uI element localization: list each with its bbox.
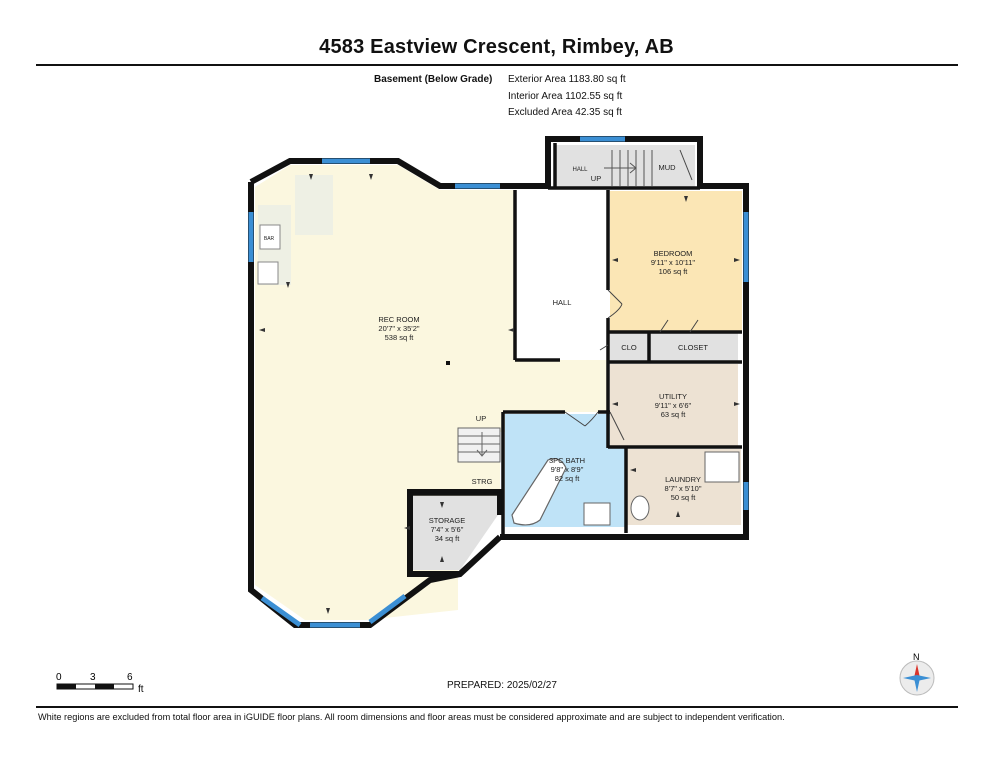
closet-fill	[650, 333, 738, 361]
bedroom-fill[interactable]	[610, 191, 742, 332]
bedroom-name: BEDROOM	[654, 249, 693, 258]
bedroom-dims: 9'11" x 10'11"	[651, 258, 696, 267]
strg-label: STRG	[472, 477, 493, 486]
compass-icon: N	[899, 652, 935, 696]
clo-label: CLO	[621, 343, 637, 352]
toilet	[630, 495, 650, 521]
storage-fill[interactable]	[410, 496, 500, 570]
bath-name: 3PC BATH	[549, 456, 585, 465]
laundry-sink	[704, 451, 740, 483]
dimension-ticks	[259, 174, 740, 614]
bath-area: 82 sq ft	[555, 474, 581, 483]
bar-label: BAR	[264, 236, 275, 242]
footer-rule	[36, 706, 958, 708]
compass-north-label: N	[913, 652, 920, 662]
bath-dims: 9'8" x 8'9"	[551, 465, 584, 474]
utility-fill[interactable]	[610, 364, 738, 446]
hall-label: HALL	[553, 298, 572, 307]
laundry-area: 50 sq ft	[671, 493, 697, 502]
hall-upper-fill	[555, 145, 695, 188]
stairs-rec	[457, 427, 501, 463]
area-values: Exterior Area 1183.80 sq ft Interior Are…	[508, 72, 626, 122]
rec-room-dims: 20'7" x 35'2"	[378, 324, 419, 333]
rec-room-fill[interactable]	[255, 165, 608, 620]
disclaimer: White regions are excluded from total fl…	[38, 712, 785, 722]
utility-name: UTILITY	[659, 392, 687, 401]
page-title: 4583 Eastview Crescent, Rimbey, AB	[319, 36, 674, 58]
scale-tick-3: 3	[90, 672, 96, 683]
hall-top-label: HALL	[572, 167, 588, 173]
scale-unit: ft	[138, 684, 144, 695]
closet-label: CLOSET	[678, 343, 708, 352]
title-rule	[36, 64, 958, 66]
excluded-area: Excluded Area 42.35 sq ft	[508, 107, 622, 118]
scale-tick-0: 0	[56, 672, 62, 683]
bath-sink	[583, 502, 611, 526]
fridge	[257, 261, 279, 285]
windows	[248, 136, 749, 628]
rec-room-area: 538 sq ft	[385, 333, 415, 342]
utility-area: 63 sq ft	[661, 410, 687, 419]
column	[446, 361, 450, 365]
mud-label: MUD	[658, 163, 676, 172]
utility-dims: 9'11" x 6'6"	[655, 401, 692, 410]
scale-bar: 0 3 6 ft	[56, 672, 144, 695]
laundry-name: LAUNDRY	[665, 475, 701, 484]
up-top-label: UP	[591, 174, 601, 183]
scale-tick-6: 6	[127, 672, 133, 683]
level-name: Basement (Below Grade)	[374, 74, 493, 85]
exterior-area: Exterior Area 1183.80 sq ft	[508, 74, 626, 85]
interior-area: Interior Area 1102.55 sq ft	[508, 90, 623, 102]
clo-fill	[610, 333, 648, 361]
up-stairs-label: UP	[476, 414, 486, 423]
storage-dims: 7'4" x 5'6"	[431, 525, 464, 534]
stairs-top	[604, 150, 653, 186]
storage-area: 34 sq ft	[435, 534, 461, 543]
kitchenette-fill	[295, 175, 333, 235]
bedroom-area: 106 sq ft	[659, 267, 689, 276]
rec-room-name: REC ROOM	[378, 315, 419, 324]
bathtub	[511, 458, 567, 526]
storage-name: STORAGE	[429, 516, 466, 525]
window-bottom-right	[368, 593, 407, 625]
doors	[564, 149, 699, 441]
laundry-dims: 8'7" x 5'10"	[665, 484, 702, 493]
window-bottom-left	[260, 595, 302, 628]
interior-walls	[410, 143, 742, 535]
bar-sink	[259, 224, 281, 250]
prepared-date: PREPARED: 2025/02/27	[447, 680, 557, 691]
room-labels: REC ROOM 20'7" x 35'2" 538 sq ft BEDROOM…	[264, 163, 709, 543]
